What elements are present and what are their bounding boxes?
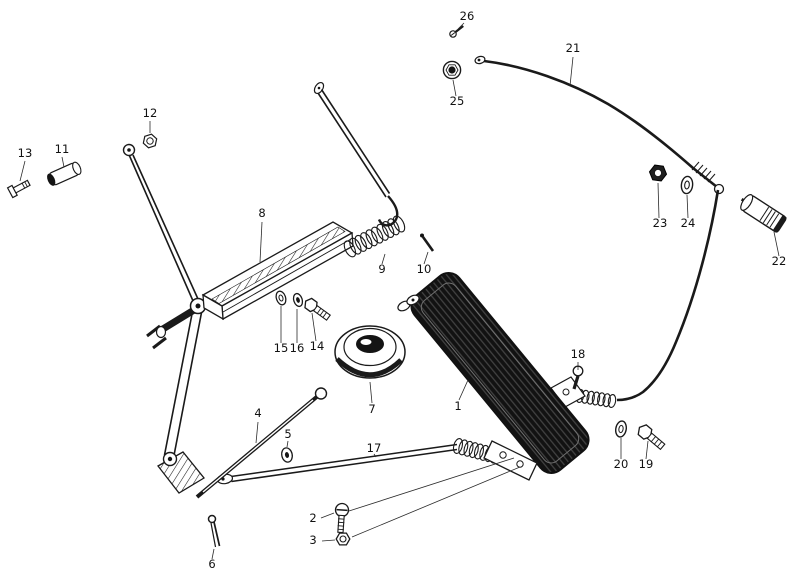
part-callout-16: 16 (290, 341, 305, 355)
nut-12 (142, 133, 158, 149)
part-callout-20: 20 (614, 457, 629, 471)
return-spring (343, 215, 406, 258)
part-callout-7: 7 (368, 402, 375, 416)
washer-5 (281, 447, 293, 463)
part-callout-8: 8 (258, 206, 265, 220)
throttle-pull-rod (313, 81, 399, 227)
nut-3 (335, 532, 351, 546)
part-callout-24: 24 (681, 216, 696, 230)
part-callout-14: 14 (310, 339, 325, 353)
cotter-pin-6 (207, 514, 221, 548)
part-callout-3: 3 (309, 533, 316, 547)
part-callout-5: 5 (284, 427, 291, 441)
part-callout-25: 25 (450, 94, 465, 108)
part-callout-10: 10 (417, 262, 432, 276)
bolt-19 (637, 424, 666, 451)
part-callout-18: 18 (571, 347, 586, 361)
part-callout-21: 21 (566, 41, 581, 55)
part-callout-13: 13 (18, 146, 33, 160)
part-callout-11: 11 (55, 142, 70, 156)
screw-26 (449, 25, 464, 38)
drop-link-rod (195, 387, 328, 499)
washer-24 (680, 175, 694, 195)
spring-anchor-pin (420, 233, 435, 252)
pedal-pad (334, 325, 406, 379)
bell-crank-lever (122, 143, 207, 459)
washer-16 (292, 292, 304, 308)
washer-15 (275, 290, 287, 306)
trunnion-22 (740, 194, 787, 233)
part-callout-22: 22 (772, 254, 787, 268)
part-callout-26: 26 (460, 9, 475, 23)
nut-23 (648, 164, 668, 182)
mounting-bracket (201, 221, 354, 321)
part-callout-23: 23 (653, 216, 668, 230)
leader-lines (19, 22, 780, 560)
bolt-14 (304, 297, 331, 321)
pedal-hinge-bracket (483, 440, 538, 481)
part-callout-2: 2 (309, 511, 316, 525)
part-callout-12: 12 (143, 106, 158, 120)
part-callout-1: 1 (454, 399, 461, 413)
spacer-bush-11 (47, 161, 82, 186)
part-callout-9: 9 (378, 262, 385, 276)
part-callouts: 1 2 3 4 5 6 7 8 9 10 11 12 13 14 15 16 1… (18, 9, 787, 571)
part-callout-17: 17 (367, 441, 382, 455)
nut-25 (442, 60, 462, 80)
trunnion-block (157, 451, 205, 494)
washer-20 (614, 420, 628, 438)
pivot-bolt-13 (6, 179, 31, 199)
part-callout-4: 4 (254, 406, 261, 420)
part-callout-6: 6 (208, 557, 215, 571)
cross-shaft-rod (474, 55, 725, 408)
accelerator-pedal (397, 272, 590, 474)
part-callout-19: 19 (639, 457, 654, 471)
screw-2 (334, 502, 350, 534)
part-callout-15: 15 (274, 341, 289, 355)
